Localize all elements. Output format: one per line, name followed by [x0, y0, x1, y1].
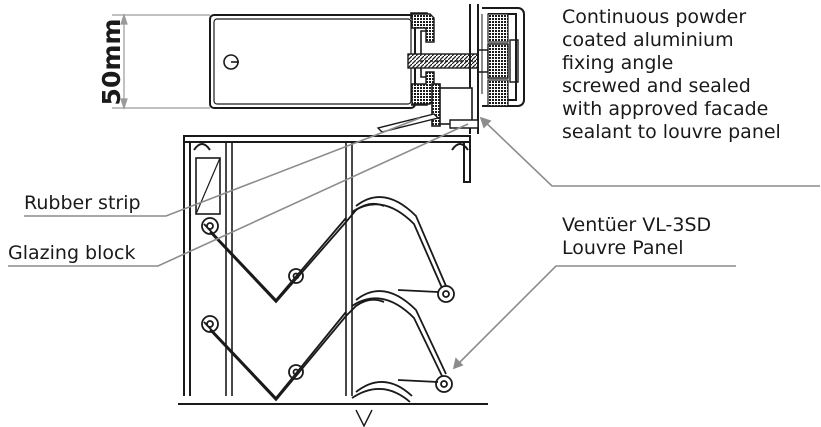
- dimension-label: 50mm: [97, 18, 126, 106]
- fixing-angle-line-4: screwed and sealed: [562, 75, 751, 97]
- fixing-angle-line-6: sealant to louvre panel: [562, 121, 781, 143]
- aluminium-mullion-section: [209, 12, 428, 109]
- fixing-angle-line-2: coated aluminium: [562, 29, 734, 51]
- louvre-panel-line-1: Ventüer VL-3SD: [562, 214, 712, 236]
- fixing-angle-line-5: with approved facade: [562, 98, 769, 120]
- fixing-angle: [469, 4, 525, 134]
- gasket-seals: [411, 13, 435, 105]
- rubber-strip-label: Rubber strip: [24, 192, 141, 214]
- louvre-panel-line-2: Louvre Panel: [562, 237, 684, 259]
- fixing-angle-label: Continuous powder coated aluminium fixin…: [562, 6, 781, 144]
- leader-lines: [8, 116, 820, 370]
- fixing-angle-line-3: fixing angle: [562, 52, 674, 74]
- louvre-blade-3: [351, 381, 413, 427]
- louvre-blade-2: [201, 290, 453, 402]
- dimension-lines: [112, 13, 210, 110]
- louvre-panel-label: Ventüer VL-3SD Louvre Panel: [562, 214, 711, 260]
- bolt-fixing: [407, 39, 519, 83]
- louvre-blade-1: [201, 196, 455, 304]
- fixing-angle-line-1: Continuous powder: [562, 6, 747, 28]
- glazing-block-label: Glazing block: [8, 242, 136, 264]
- louvre-frame: [183, 135, 471, 396]
